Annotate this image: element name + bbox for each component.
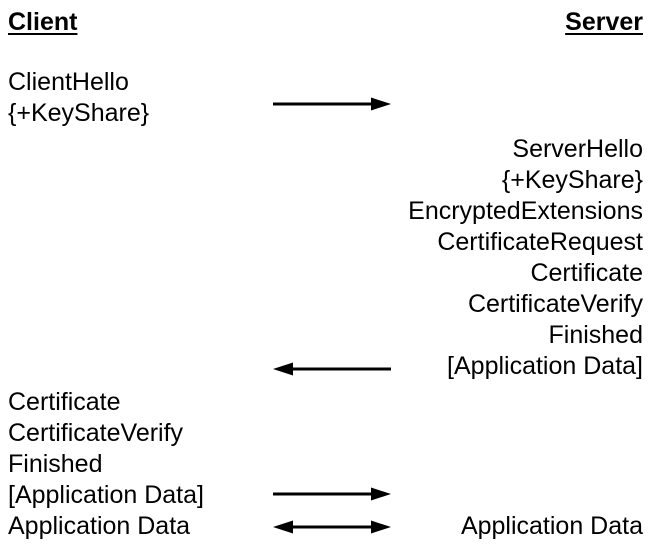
- double-arrow-icon: [273, 520, 391, 534]
- message-line: [Application Data]: [8, 481, 204, 509]
- message-line: CertificateVerify: [467, 290, 643, 318]
- message-line: ClientHello: [8, 68, 129, 96]
- message-line: {+KeyShare}: [8, 99, 150, 127]
- server-application-data: Application Data: [460, 512, 643, 540]
- client-column-header: Client: [8, 8, 78, 36]
- message-line: Certificate: [530, 259, 643, 287]
- message-line: ServerHello: [512, 135, 643, 163]
- message-line: CertificateRequest: [437, 228, 643, 256]
- message-line: {+KeyShare}: [501, 166, 643, 194]
- client-flight-2: Certificate CertificateVerify Finished […: [8, 387, 204, 542]
- server-column-header: Server: [565, 8, 643, 36]
- server-flight: ServerHello {+KeyShare} EncryptedExtensi…: [408, 134, 643, 382]
- message-line: EncryptedExtensions: [408, 197, 643, 225]
- message-line: CertificateVerify: [8, 419, 184, 447]
- message-line: Application Data: [8, 512, 191, 540]
- message-line: [Application Data]: [447, 352, 643, 380]
- message-line: Certificate: [8, 388, 121, 416]
- message-line: Finished: [8, 450, 103, 478]
- client-flight-1: ClientHello {+KeyShare}: [8, 67, 149, 129]
- left-arrow-icon: [273, 362, 391, 376]
- right-arrow-icon: [273, 487, 391, 501]
- message-line: Finished: [548, 321, 644, 349]
- right-arrow-icon: [273, 97, 391, 111]
